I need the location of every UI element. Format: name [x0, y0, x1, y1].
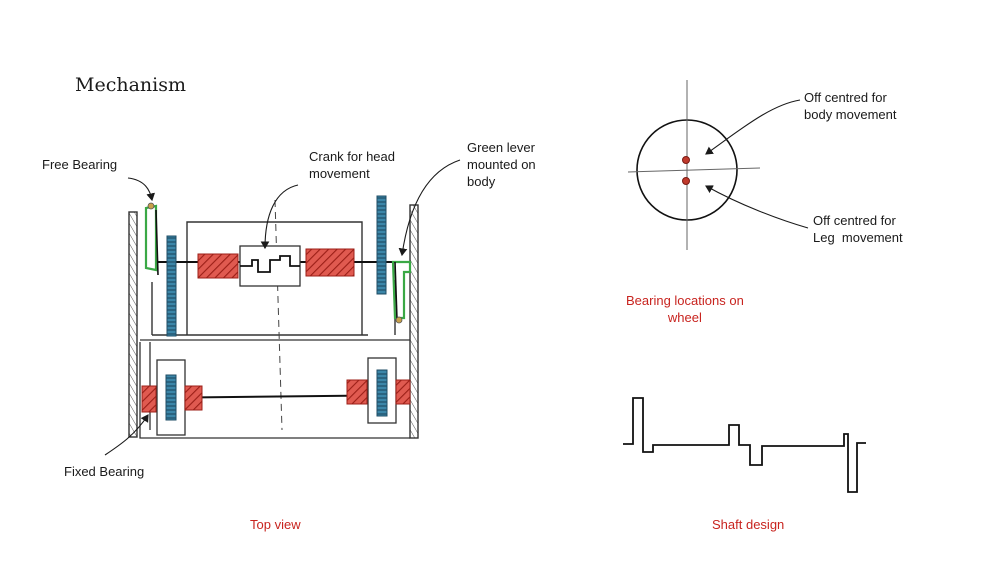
right-top-gear — [376, 195, 387, 295]
right-wall — [409, 204, 419, 439]
crank-label: Crank for head movement — [309, 149, 395, 181]
green-lever-arrow — [398, 159, 461, 257]
page-title: Mechanism — [75, 74, 186, 96]
top-right-spring — [305, 248, 355, 277]
fixed-bearing-arrow — [104, 414, 149, 456]
shaft-design-caption: Shaft design — [712, 517, 785, 532]
bearing-locations-caption: Bearing locations on wheel — [626, 293, 744, 325]
green-lever-label: Green lever mounted on body — [467, 140, 536, 189]
body-offset-arrow — [705, 99, 801, 155]
free-bearing-label: Free Bearing — [42, 157, 118, 172]
bottom-left-bearing-b — [184, 385, 203, 411]
left-wall — [128, 211, 138, 438]
bottom-right-gear — [376, 369, 388, 417]
right-green-lever — [391, 260, 412, 320]
wheel-horizontal-axis — [627, 167, 761, 173]
fixed-bearing-label: Fixed Bearing — [64, 464, 145, 479]
center-line — [274, 199, 283, 431]
top-view-caption: Top view — [250, 517, 301, 532]
bottom-left-bearing-a — [141, 385, 157, 413]
bottom-right-bearing-b — [395, 379, 411, 405]
bottom-left-gear — [165, 374, 177, 421]
top-left-spring — [197, 253, 239, 279]
leg-offset-arrow — [705, 185, 809, 229]
upper-frame — [151, 221, 396, 336]
body-offset-label: Off centred for body movement — [804, 90, 897, 122]
crank-arrow — [260, 184, 299, 250]
crank-shape — [240, 255, 300, 273]
body-offset-bearing-icon — [682, 156, 690, 164]
leg-offset-bearing-icon — [682, 177, 690, 185]
free-bearing-arrow — [127, 177, 156, 202]
shaft-profile — [623, 397, 866, 493]
leg-offset-label: Off centred for Leg movement — [813, 213, 903, 245]
bottom-right-bearing-a — [346, 379, 368, 405]
left-top-gear — [166, 235, 177, 337]
